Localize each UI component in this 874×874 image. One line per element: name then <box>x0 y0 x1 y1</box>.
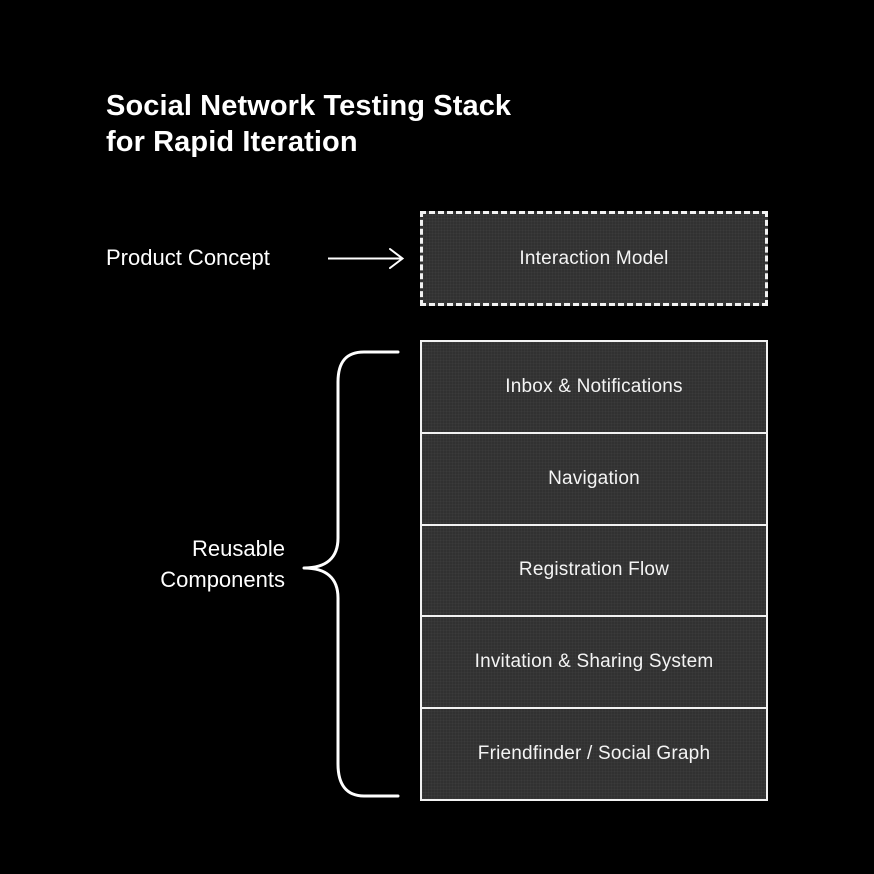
stack-cell-navigation[interactable]: Navigation <box>422 434 766 526</box>
product-concept-label: Product Concept <box>106 245 270 270</box>
stack-cell-label: Navigation <box>548 467 640 489</box>
page-title: Social Network Testing Stack for Rapid I… <box>106 90 512 158</box>
stack-cell-friendfinder-social-graph[interactable]: Friendfinder / Social Graph <box>422 709 766 799</box>
stack-cell-label: Inbox & Notifications <box>505 375 683 397</box>
stack-cell-label: Invitation & Sharing System <box>474 651 714 673</box>
node-interaction-model-label: Interaction Model <box>519 247 669 269</box>
arrow-right-icon <box>328 248 405 269</box>
stack-cell-label: Registration Flow <box>518 559 670 581</box>
stack-cell-invitation-sharing-system[interactable]: Invitation & Sharing System <box>422 617 766 710</box>
reusable-components-label: Reusable Components <box>160 536 285 592</box>
node-interaction-model[interactable]: Interaction Model <box>420 211 768 306</box>
stack-cell-label: Friendfinder / Social Graph <box>477 743 711 765</box>
curly-brace-icon <box>302 350 400 798</box>
stack-cell-inbox-notifications[interactable]: Inbox & Notifications <box>422 342 766 434</box>
component-stack: Inbox & Notifications Navigation Registr… <box>420 340 768 801</box>
stack-cell-registration-flow[interactable]: Registration Flow <box>422 526 766 618</box>
